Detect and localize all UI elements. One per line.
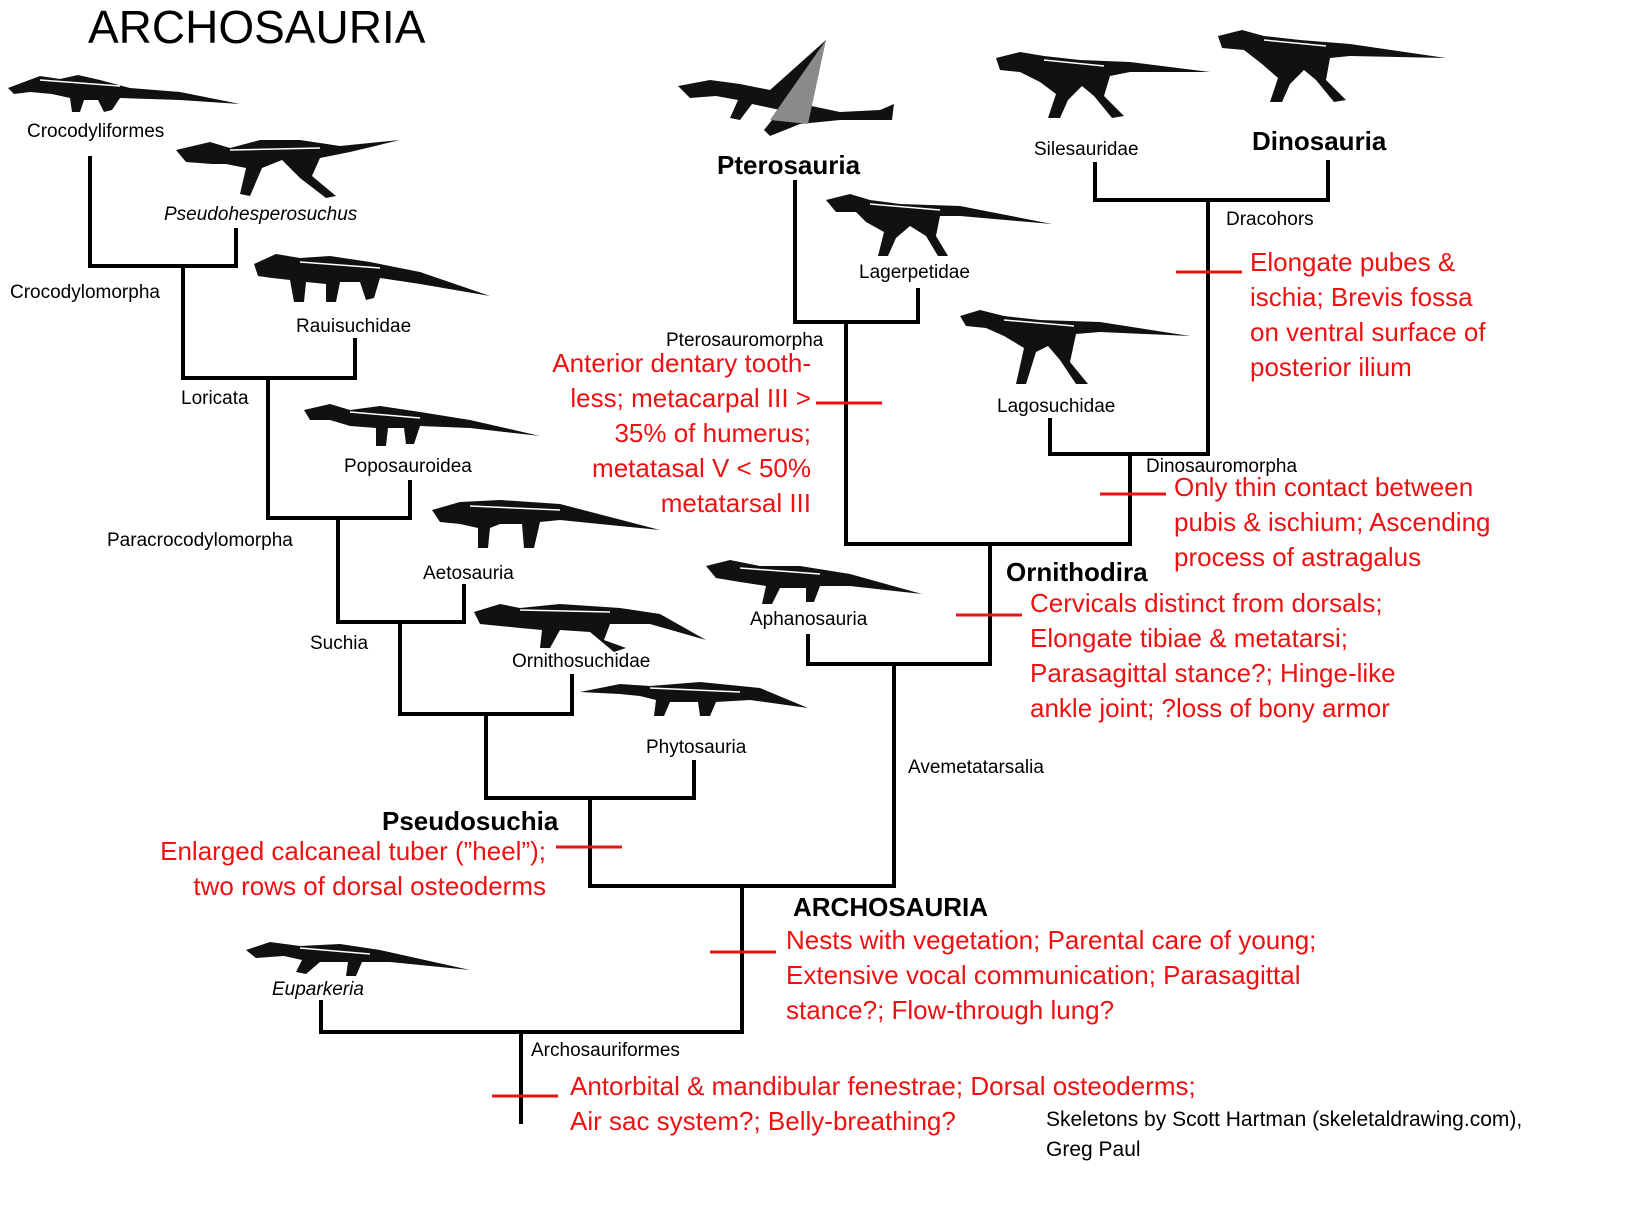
taxon-lagosuchidae: Lagosuchidae (997, 396, 1116, 417)
node-ornithodira: Ornithodira (1006, 557, 1148, 587)
taxon-crocodyliformes: Crocodyliformes (27, 121, 165, 142)
rauisuchid-skeleton (254, 254, 490, 302)
taxon-aphanosauria: Aphanosauria (750, 609, 868, 630)
poposauroid-skeleton (304, 404, 540, 446)
branch-archosauria (319, 884, 744, 1034)
taxon-phytosauria: Phytosauria (646, 737, 747, 758)
taxon-pseudohesperosuchus: Pseudohesperosuchus (164, 204, 358, 225)
taxon-pterosauria: Pterosauria (717, 150, 861, 180)
phytosaur-skeleton (580, 682, 808, 716)
taxon-rauisuchidae: Rauisuchidae (296, 316, 412, 337)
synapomorphies-pseudosuchia: Enlarged calcaneal tuber (”heel”); two r… (160, 836, 546, 901)
synapomorphies-pterosauromorpha: Anterior dentary tooth- less; metacarpal… (552, 348, 811, 518)
branch-avemetatarsalia (806, 542, 992, 666)
branch-paracrocodylomorpha (266, 376, 412, 520)
dinosaur-skeleton (1218, 30, 1446, 102)
node-loricata: Loricata (181, 388, 249, 409)
taxon-silesauridae: Silesauridae (1034, 139, 1139, 160)
ornithosuchid-skeleton (474, 604, 706, 652)
page-title: ARCHOSAURIA (88, 1, 426, 53)
euparkeria-skeleton (246, 942, 470, 976)
silesaurid-skeleton (996, 52, 1210, 118)
node-pseudosuchia: Pseudosuchia (382, 806, 559, 836)
node-paracrocodylomorpha: Paracrocodylomorpha (107, 530, 293, 551)
node-archosauria: ARCHOSAURIA (793, 892, 988, 922)
branch-pterosauromorpha (793, 180, 920, 324)
taxon-aetosauria: Aetosauria (423, 563, 514, 584)
branch-ornithodira (844, 324, 1132, 546)
branch-dracohors (1093, 160, 1330, 202)
taxon-euparkeria: Euparkeria (272, 979, 364, 1000)
pseudohesperosuchus-skeleton (176, 140, 400, 198)
node-archosauriformes: Archosauriformes (531, 1040, 680, 1061)
taxon-poposauroidea: Poposauroidea (344, 456, 472, 477)
node-dracohors: Dracohors (1226, 209, 1314, 230)
taxon-dinosauria: Dinosauria (1252, 126, 1387, 156)
synapomorphies-archosauriformes: Antorbital & mandibular fenestrae; Dorsa… (570, 1071, 1196, 1136)
lagosuchid-skeleton (960, 310, 1190, 384)
aphanosaur-skeleton (706, 560, 922, 604)
image-credit: Skeletons by Scott Hartman (skeletaldraw… (1046, 1108, 1523, 1161)
branch-dinosauromorpha (1048, 198, 1210, 456)
taxon-lagerpetidae: Lagerpetidae (859, 262, 970, 283)
aetosaur-skeleton (432, 500, 660, 548)
node-avemetatarsalia: Avemetatarsalia (908, 757, 1044, 778)
crocodyliform-skeleton (8, 75, 240, 112)
node-suchia: Suchia (310, 633, 369, 654)
pterosaur-skeleton (678, 40, 894, 136)
node-dinosauromorpha: Dinosauromorpha (1146, 456, 1298, 477)
node-pterosauromorpha: Pterosauromorpha (666, 330, 824, 351)
synapomorphies-archosauria: Nests with vegetation; Parental care of … (786, 925, 1317, 1025)
lagerpetid-skeleton (826, 194, 1052, 256)
branch-crocodylomorpha (88, 156, 238, 268)
synapomorphies-dracohors: Elongate pubes & ischia; Brevis fossa on… (1250, 247, 1486, 382)
taxon-ornithosuchidae: Ornithosuchidae (512, 651, 651, 672)
node-crocodylomorpha: Crocodylomorpha (10, 282, 160, 303)
synapomorphies-ornithodira: Cervicals distinct from dorsals; Elongat… (1030, 588, 1396, 723)
synapomorphies-dinosauromorpha: Only thin contact between pubis & ischiu… (1174, 472, 1491, 572)
